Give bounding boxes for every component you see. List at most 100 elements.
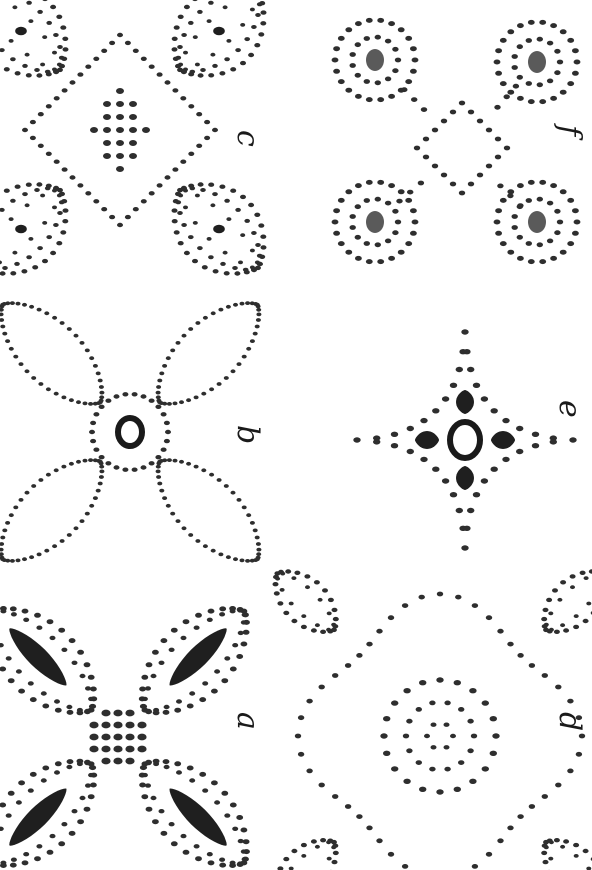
eye-petal-inner-dots bbox=[183, 206, 188, 210]
outer-wave-dots bbox=[366, 826, 372, 831]
leaf-outline-dots bbox=[8, 791, 15, 796]
corner-leaf-dots bbox=[554, 838, 560, 842]
eye-petal-middle-dots bbox=[177, 211, 183, 215]
eye-petal-outer-dots bbox=[0, 271, 6, 275]
corner-leaf-inner-dots bbox=[280, 588, 285, 592]
rosette-inner-dots bbox=[392, 230, 398, 235]
ring-dots bbox=[114, 394, 120, 398]
middle-ring-dots bbox=[458, 707, 464, 712]
diamond-outline-dots bbox=[204, 120, 210, 124]
corner-leaf-inner-dots bbox=[291, 576, 296, 580]
diamond-outline-dots bbox=[109, 41, 115, 45]
petal-outline-dots bbox=[16, 559, 21, 563]
petal-outline-dots bbox=[159, 489, 164, 493]
diamond-fill-dot bbox=[116, 114, 124, 120]
rosette-inner-dots bbox=[512, 214, 518, 219]
eye-petal-inner-dots bbox=[28, 237, 33, 241]
leaf-inner-dots bbox=[141, 765, 147, 769]
centre-grid-dot bbox=[89, 734, 98, 741]
leaf-inner-dots bbox=[176, 770, 182, 774]
leaf-outline-dots bbox=[146, 807, 153, 812]
eye-petal-outer-dots bbox=[208, 183, 214, 187]
leaf-outline-dots bbox=[55, 708, 62, 713]
eye-petal-middle-dots bbox=[46, 21, 52, 25]
star-outline-dots bbox=[491, 408, 498, 413]
petal-outline-dots bbox=[233, 303, 238, 307]
leaf-outline-dots bbox=[183, 619, 190, 624]
leaf-outline-dots bbox=[0, 803, 6, 808]
leaf-inner-dots bbox=[241, 620, 247, 624]
rosette-inner-dots bbox=[557, 60, 563, 65]
leaf-outline-dots bbox=[146, 662, 153, 667]
diamond-outline-dots bbox=[188, 152, 194, 156]
eye-petal-outer-dots bbox=[192, 259, 198, 263]
diamond-fill-dot bbox=[142, 127, 150, 133]
petal-outline-dots bbox=[76, 400, 81, 404]
diamond-outline-dots bbox=[54, 96, 60, 100]
leaf-inner-dots bbox=[11, 858, 17, 862]
eye-petal-outer-dots bbox=[248, 203, 254, 207]
rosette-outer-dots bbox=[388, 21, 395, 26]
diamond-outline-dots bbox=[93, 199, 99, 203]
rosette-hatched-centre bbox=[366, 211, 384, 233]
petal-outline-dots bbox=[246, 347, 251, 351]
eye-petal-outer-dots bbox=[60, 230, 66, 234]
petal-outline-dots bbox=[201, 468, 206, 472]
petal-outline-dots bbox=[46, 473, 51, 477]
inner-ring-dots bbox=[383, 751, 390, 756]
leaf-inner-dots bbox=[61, 822, 67, 826]
leaf-inner-dots bbox=[153, 762, 159, 766]
petal-outline-dots bbox=[37, 553, 42, 557]
outer-wave-dots bbox=[507, 826, 513, 831]
figure-label-c: c bbox=[230, 130, 265, 147]
corner-leaf-dots bbox=[333, 617, 339, 621]
corner-leaf-dots bbox=[560, 580, 566, 584]
petal-outline-dots bbox=[237, 498, 242, 502]
corner-leaf-dots bbox=[332, 608, 338, 612]
petal-outline-dots bbox=[203, 544, 208, 548]
petal-outline-dots bbox=[9, 347, 14, 351]
rosette-outer-dots bbox=[528, 20, 535, 25]
figure-b bbox=[0, 301, 261, 563]
leaf-outline-dots bbox=[90, 783, 97, 788]
petal-outline-dots bbox=[80, 519, 85, 523]
petal-outline-dots bbox=[201, 392, 206, 396]
leaf-inner-dots bbox=[85, 686, 91, 690]
leaf-solid-centre bbox=[9, 628, 66, 685]
petal-outline-dots bbox=[83, 402, 88, 406]
solid-drop bbox=[415, 431, 439, 449]
rosette-inner-dots bbox=[364, 241, 370, 246]
eye-petal-middle-dots bbox=[53, 33, 59, 37]
petal-outline-dots bbox=[242, 355, 247, 359]
frame-dots bbox=[486, 164, 492, 169]
outer-wave-dots bbox=[555, 783, 561, 788]
connector-dots bbox=[494, 105, 500, 110]
rosette-outer-dots bbox=[550, 256, 557, 261]
star-outline-dots bbox=[481, 478, 488, 483]
petal-outline-dots bbox=[88, 458, 93, 462]
petal-outline-dots bbox=[188, 533, 193, 537]
petal-outline-dots bbox=[16, 302, 21, 306]
eye-petal-outer-dots bbox=[261, 10, 267, 14]
leaf-inner-dots bbox=[189, 691, 195, 695]
eye-petal-outer-dots bbox=[208, 73, 214, 77]
eye-petal-middle-dots bbox=[177, 45, 183, 49]
leaf-inner-dots bbox=[230, 861, 236, 865]
rosette-inner-dots bbox=[547, 79, 553, 84]
petal-outline-dots bbox=[167, 402, 172, 406]
diamond-outline-dots bbox=[85, 65, 91, 69]
leaf-inner-dots bbox=[169, 822, 175, 826]
leaf-outline-dots bbox=[163, 759, 170, 764]
diamond-outline-dots bbox=[62, 88, 68, 92]
leaf-outline-dots bbox=[67, 710, 74, 715]
ring-dots bbox=[141, 465, 147, 469]
core-dots bbox=[444, 723, 450, 727]
petal-outline-dots bbox=[61, 465, 66, 469]
leaf-inner-dots bbox=[202, 681, 208, 685]
petal-outline-dots bbox=[0, 318, 4, 322]
outer-wave-dots bbox=[472, 603, 478, 608]
petal-outline-dots bbox=[256, 542, 261, 546]
eye-petal-outer-dots bbox=[4, 67, 10, 71]
petal-outline-dots bbox=[156, 385, 161, 389]
petal-outline-dots bbox=[96, 401, 101, 405]
